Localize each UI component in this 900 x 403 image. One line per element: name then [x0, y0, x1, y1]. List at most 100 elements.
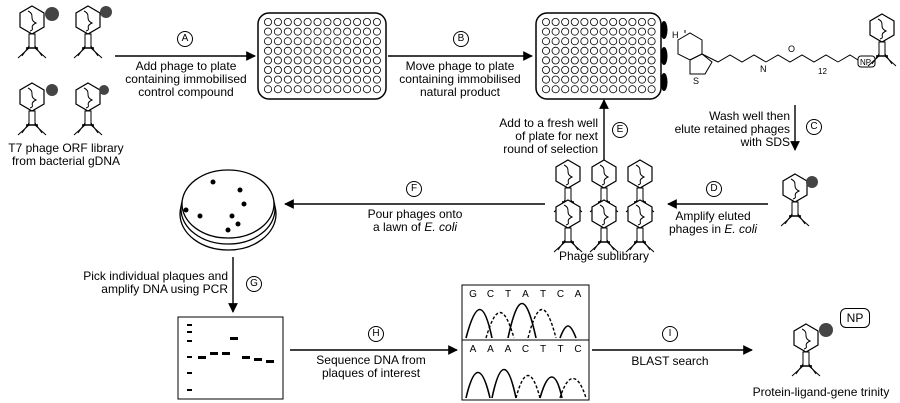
plate-well — [323, 75, 332, 84]
plate-well — [303, 17, 312, 26]
step-c-badge: C — [806, 119, 822, 135]
plate-well — [638, 85, 647, 94]
petri-dish — [179, 169, 277, 251]
plate-well — [570, 56, 579, 65]
step-b-label: Move phage to plate containing immobilis… — [392, 60, 528, 99]
plate-well — [580, 75, 589, 84]
molecule-atom-h: H — [672, 30, 679, 40]
sequence-bottom-base: A — [487, 344, 494, 355]
plate-well — [647, 46, 656, 55]
plate-well — [293, 37, 302, 46]
plate-well — [273, 27, 282, 36]
sublibrary-caption: Phage sublibrary — [558, 249, 650, 263]
sequence-top-base: T — [540, 289, 546, 300]
plate-well — [362, 46, 371, 55]
plate-well — [542, 56, 551, 65]
sequence-top-base: A — [575, 289, 582, 300]
plate-well — [343, 46, 352, 55]
plate-well — [570, 66, 579, 75]
plate-well — [372, 17, 381, 26]
step-e-line1: Add to a fresh well — [499, 116, 598, 130]
plate-well — [333, 46, 342, 55]
plate-well — [647, 17, 656, 26]
displayed-protein-icons — [45, 6, 112, 96]
plate-well — [647, 66, 656, 75]
plate-well — [551, 75, 560, 84]
plate-well — [609, 27, 618, 36]
plate-well — [303, 56, 312, 65]
plate-well — [599, 46, 608, 55]
plate-well — [333, 56, 342, 65]
plate-well — [353, 75, 362, 84]
plate-well — [638, 75, 647, 84]
sequence-top-base: A — [522, 289, 529, 300]
plate-well — [303, 46, 312, 55]
plate-well — [551, 17, 560, 26]
np-badge: NP — [840, 308, 870, 328]
plate-well — [263, 66, 272, 75]
plate-well — [580, 17, 589, 26]
plate-well — [362, 27, 371, 36]
plate-well — [293, 27, 302, 36]
plate-well — [263, 46, 272, 55]
step-d-line2: phages in — [668, 222, 725, 236]
plate-well — [628, 75, 637, 84]
plate-well — [283, 75, 292, 84]
plate-well — [609, 37, 618, 46]
plate-well — [580, 27, 589, 36]
plate-well — [263, 56, 272, 65]
plate-well — [561, 46, 570, 55]
plate-well — [343, 66, 352, 75]
plate-well — [362, 17, 371, 26]
step-a-label: Add phage to plate containing immobilise… — [122, 60, 250, 99]
plate-well — [570, 27, 579, 36]
plate-well — [551, 46, 560, 55]
plate-well — [599, 37, 608, 46]
step-b-line1: Move phage to plate — [405, 59, 515, 73]
plate-well — [303, 66, 312, 75]
plate-well — [293, 46, 302, 55]
plate-well — [590, 56, 599, 65]
plate-well — [618, 37, 627, 46]
plate-well — [590, 27, 599, 36]
plate-well — [303, 75, 312, 84]
plate-well — [561, 27, 570, 36]
plate-well — [343, 75, 352, 84]
plate-well — [542, 75, 551, 84]
plate-well — [293, 66, 302, 75]
plate-well — [273, 85, 282, 94]
plate-well — [628, 46, 637, 55]
library-phage-3 — [17, 82, 47, 136]
step-d-line1: Amplify eluted — [675, 209, 751, 223]
plate-well — [333, 66, 342, 75]
plate-well — [263, 27, 272, 36]
plate-well — [362, 85, 371, 94]
gel-ladder — [187, 324, 192, 391]
step-d-badge: D — [706, 181, 722, 197]
plate-well — [551, 85, 560, 94]
plate-well — [609, 66, 618, 75]
plaques — [183, 179, 247, 233]
plate-well — [590, 46, 599, 55]
plate-well — [570, 75, 579, 84]
plate-well — [283, 66, 292, 75]
plate-well — [551, 27, 560, 36]
plate-well — [353, 56, 362, 65]
plate-well — [283, 85, 292, 94]
step-e-badge: E — [612, 122, 628, 138]
step-a-badge: A — [177, 31, 193, 47]
plate-well — [638, 27, 647, 36]
plate-well — [628, 85, 637, 94]
library-caption: T7 phage ORF library from bacterial gDNA — [2, 142, 130, 168]
plate-well — [609, 17, 618, 26]
plate-well — [551, 37, 560, 46]
library-caption-line2: from bacterial gDNA — [11, 154, 121, 168]
plate-well — [353, 37, 362, 46]
np-tag-text: NP — [860, 58, 871, 67]
plate-well — [343, 37, 352, 46]
step-f-label: Pour phages onto a lawn of E. coli — [340, 208, 490, 234]
plate-well — [353, 46, 362, 55]
plate-well — [293, 56, 302, 65]
plate-well — [323, 66, 332, 75]
plate-well — [570, 37, 579, 46]
